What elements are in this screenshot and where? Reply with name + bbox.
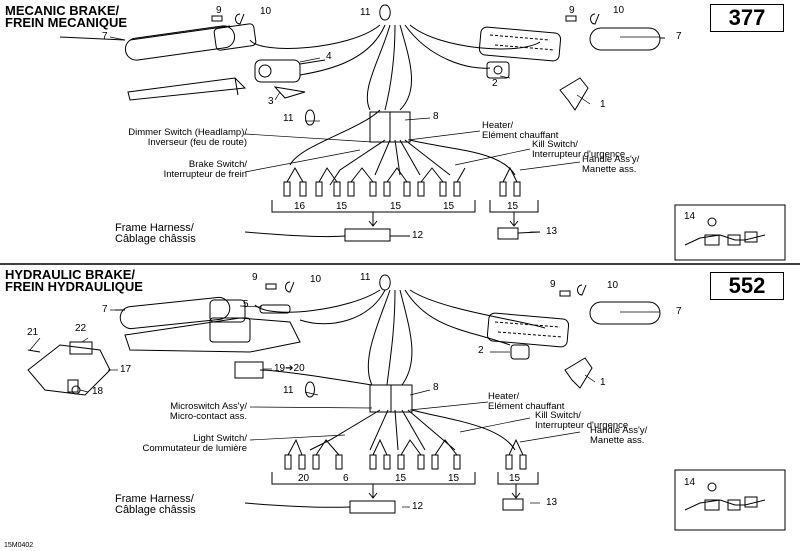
leader-lines-bottom [29, 305, 660, 508]
callout-7b-top: 7 [676, 31, 682, 42]
kill-switch-part-top [486, 61, 510, 79]
brake-lever-top [127, 77, 247, 101]
section-title-fr-bottom: FREIN HYDRAULIQUE [5, 279, 143, 294]
callout-21-bottom: 21 [27, 327, 39, 338]
group-number-bottom-5: 15 [509, 473, 521, 484]
wire-bundle-top [249, 24, 541, 186]
connector-13-top [497, 227, 519, 240]
group-bracket-right-bottom [497, 472, 539, 485]
callout-14-top: 14 [684, 211, 696, 222]
leader-lines-top [109, 36, 660, 237]
label-heater-bottom: Heater/Elément chauffant [488, 391, 565, 412]
callout-2-bottom: 2 [478, 345, 484, 356]
callout-9a-bottom: 9 [252, 272, 258, 283]
section-title-en-bottom: HYDRAULIC BRAKE/ [5, 267, 135, 282]
callout-9a-top: 9 [216, 5, 222, 16]
throttle-housing-top [254, 59, 326, 99]
right-handlebar-grip-top [478, 26, 665, 62]
clip-parts [211, 4, 600, 398]
callout-12-top: 12 [412, 230, 424, 241]
frame-harness-connector-bottom [349, 500, 396, 514]
label-handle-assy-bottom: Handle Ass'y/Manette ass. [590, 425, 648, 446]
model-number-box-bottom: 552 [710, 272, 784, 300]
callout-8-bottom: 8 [433, 382, 439, 393]
callout-10b-top: 10 [613, 5, 625, 16]
callout-11a-top: 11 [360, 7, 371, 18]
callout-10b-bottom: 10 [607, 280, 619, 291]
callout-10a-top: 10 [260, 6, 272, 17]
label-kill-switch-top: Kill Switch/Interrupteur d'urgence [532, 139, 626, 160]
callout-17-bottom: 17 [120, 364, 132, 375]
label-heater-top: Heater/Elément chauffant [482, 120, 559, 141]
connector-19-bottom [234, 361, 264, 379]
callout-19-20-bottom: 19➔20 [274, 363, 305, 374]
label-dimmer-switch: Dimmer Switch (Headlamp)/Inverseur (feu … [128, 127, 247, 148]
label-light-switch: Light Switch/Commutateur de lumière [142, 433, 247, 454]
group-number-bottom-1: 20 [298, 473, 310, 484]
callout-4-top: 4 [326, 51, 332, 62]
callout-9b-top: 9 [569, 5, 575, 16]
kill-switch-part-bottom [510, 344, 530, 360]
connector-13-bottom [502, 498, 524, 511]
callout-1-bottom: 1 [600, 377, 606, 388]
right-handlebar-grip-bottom [486, 301, 661, 348]
group-number-top-2: 15 [336, 201, 348, 212]
section-title-fr-top: FREIN MECANIQUE [5, 15, 128, 30]
callout-7a-bottom: 7 [102, 304, 108, 315]
callout-11a-bottom: 11 [360, 272, 371, 283]
model-number-box-top: 377 [710, 4, 784, 32]
label-frame-harness-bottom: Frame Harness/Câblage châssis [115, 493, 196, 516]
label-kill-switch-bottom: Kill Switch/Interrupteur d'urgence [535, 410, 629, 431]
bracket-bottom [564, 357, 593, 389]
figure-code: 15M0402 [4, 542, 34, 549]
label-brake-switch: Brake Switch/Interrupteur de frein [163, 159, 247, 180]
group-number-bottom-4: 15 [448, 473, 460, 484]
callout-7a-top: 7 [102, 31, 108, 42]
label-frame-harness-top: Frame Harness/Câblage châssis [115, 222, 196, 245]
callout-14-bottom: 14 [684, 477, 696, 488]
callout-5-bottom: 5 [243, 299, 249, 310]
callout-13-bottom: 13 [546, 497, 558, 508]
group-number-top-5: 15 [507, 201, 519, 212]
group-number-top-1: 16 [294, 201, 306, 212]
callout-10a-bottom: 10 [310, 274, 322, 285]
callout-11b-bottom: 11 [283, 385, 294, 396]
connector-row-top [283, 166, 521, 197]
detail-box-top [674, 204, 786, 261]
callout-11b-top: 11 [283, 113, 294, 124]
left-handlebar-grip-bottom [115, 296, 246, 330]
label-microswitch: Microswitch Ass'y/Micro-contact ass. [169, 401, 247, 422]
left-handlebar-grip-top [59, 23, 257, 61]
callout-12-bottom: 12 [412, 501, 424, 512]
label-handle-assy-top: Handle Ass'y/Manette ass. [582, 154, 640, 175]
callout-18-bottom: 18 [92, 386, 104, 397]
master-cylinder-bottom [124, 304, 301, 353]
detail-box-bottom [674, 469, 786, 531]
group-number-bottom-2: 6 [343, 473, 349, 484]
callout-3-top: 3 [268, 96, 274, 107]
bracket-top [559, 77, 589, 111]
group-number-bottom-3: 15 [395, 473, 407, 484]
group-number-top-4: 15 [443, 201, 455, 212]
callout-1-top: 1 [600, 99, 606, 110]
callout-2-top: 2 [492, 78, 498, 89]
callout-13-top: 13 [546, 226, 558, 237]
section-title-en-top: MECANIC BRAKE/ [5, 3, 120, 18]
callout-7b-bottom: 7 [676, 306, 682, 317]
callout-22-bottom: 22 [75, 323, 87, 334]
connector-row-bottom [284, 438, 527, 470]
group-number-top-3: 15 [390, 201, 402, 212]
callout-9b-bottom: 9 [550, 279, 556, 290]
callout-8-top: 8 [433, 111, 439, 122]
frame-harness-connector-top [344, 228, 391, 242]
